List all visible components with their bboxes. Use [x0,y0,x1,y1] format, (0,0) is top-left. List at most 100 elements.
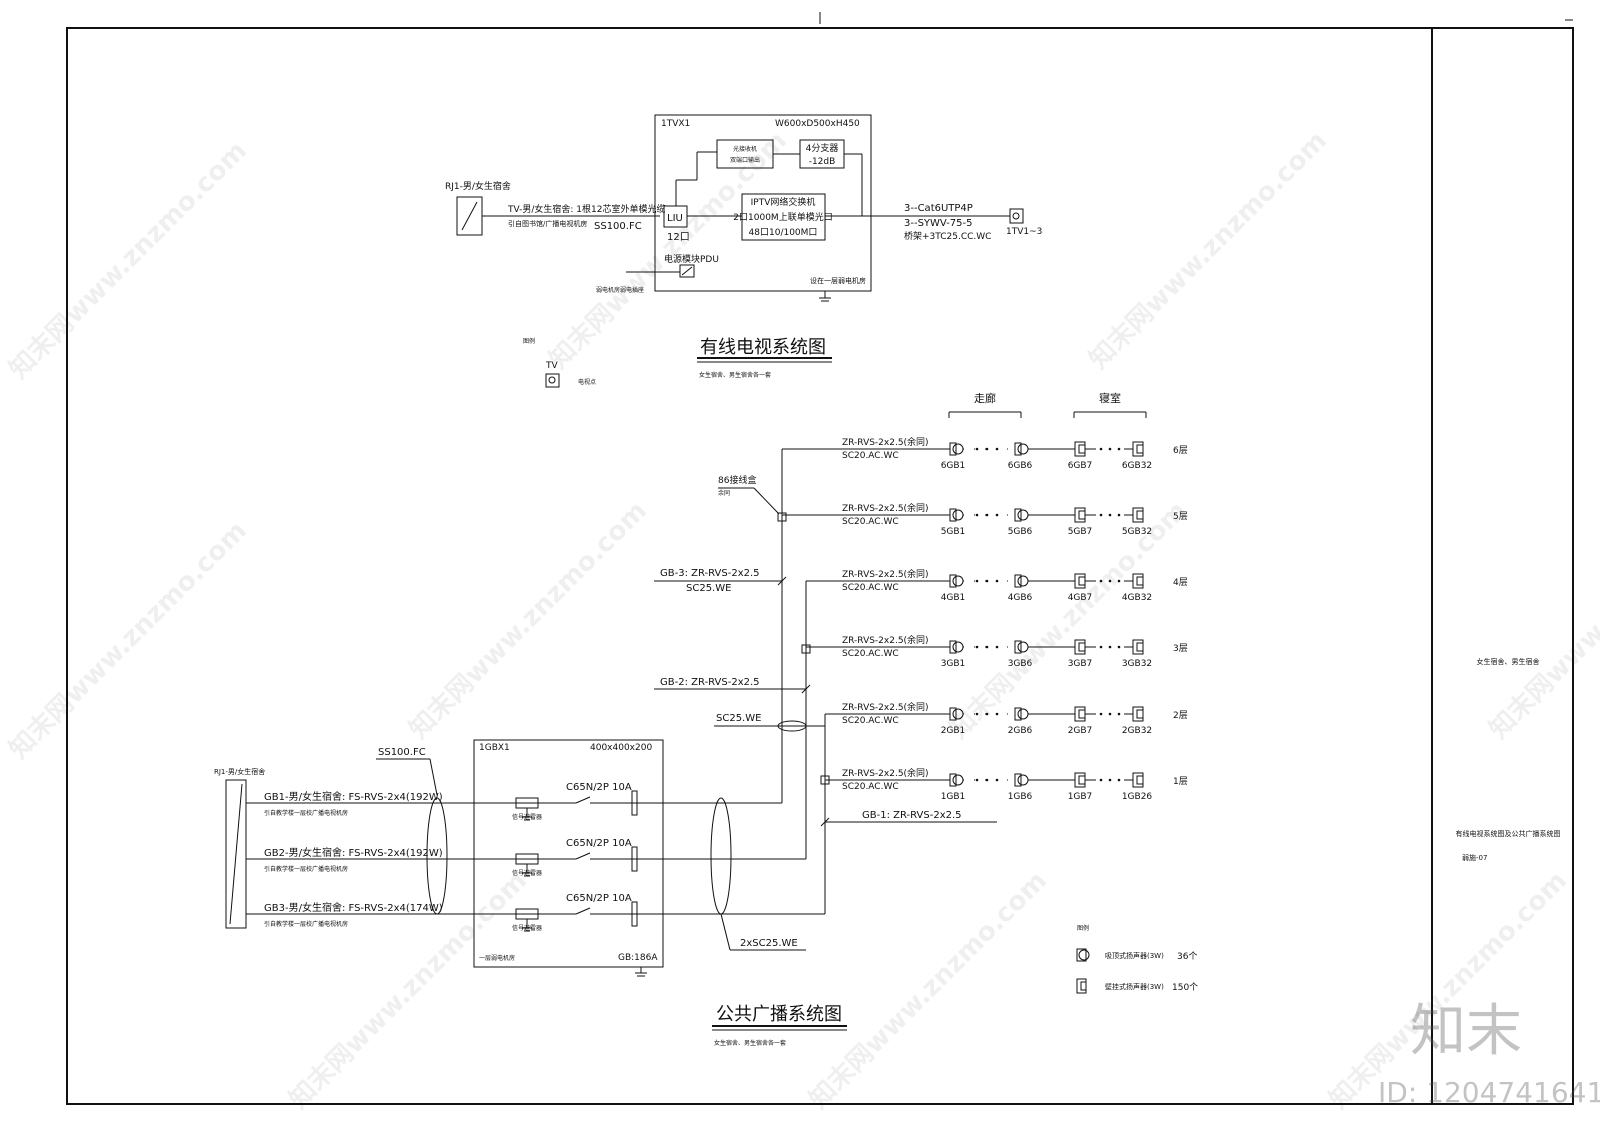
ceiling-speaker-icon [949,508,964,522]
pa-cabinet [473,739,664,968]
project-name: 女生宿舍、男生宿舍 [1477,657,1540,666]
pa-source-box [225,779,247,929]
pa-legend-wall: 壁挂式扬声器(3W) [1105,982,1164,991]
wall-speaker-icon [1132,441,1144,457]
pa-circuits: 信号避雷器 C65N/2P 10A GB1-男/女生宿舍: FS-RVS-2x4(1… [246,782,825,932]
junction-box-label-1: 86接线盒 [718,474,756,486]
floor-conduit-label: SC20.AC.WC [842,716,899,726]
ceiling-speaker-icon [949,640,964,654]
signal-protector-icon [515,908,539,932]
tv-title: 有线电视系统图 [700,337,826,358]
ceiling-speaker-icon [1014,574,1029,588]
splitter-label-1: 4分支器 [806,142,839,154]
floor-label: 6层 [1173,445,1188,456]
tv-cabinet-location: 设在一层弱电机房 [810,276,866,285]
watermark: 知末网www.znzmo.com [1084,126,1333,375]
tv-in-cable-1: TV-男/女生宿舍: 1根12芯室外单模光缆 [507,203,665,215]
floor-cable-label: ZR-RVS-2x2.5(余同) [842,701,929,713]
tv-legend-icon [545,373,560,388]
floor-cable-label: ZR-RVS-2x2.5(余同) [842,568,929,580]
gb2-riser-cable: GB-2: ZR-RVS-2x2.5 [660,677,760,688]
gb1-riser-cable: GB-1: ZR-RVS-2x2.5 [862,810,962,821]
gb3-riser-cable: GB-3: ZR-RVS-2x2.5 [660,568,760,579]
wall-speaker-icon [1074,507,1086,523]
tv-system: RJ1-男/女生宿舍 TV-男/女生宿舍: 1根12芯室外单模光缆 引自图书馆/… [445,114,1042,388]
speaker-id-label: 2GB7 [1068,726,1093,736]
breaker-label: C65N/2P 10A [566,838,632,849]
speaker-id-label: 4GB7 [1068,593,1093,603]
speaker-id-label: 5GB32 [1122,527,1152,537]
iptv-switch-box [741,193,826,241]
pa-circuit-cable: GB1-男/女生宿舍: FS-RVS-2x4(192W) [264,790,443,803]
junction-box-icon [820,775,830,785]
speaker-id-label: 2GB32 [1122,726,1152,736]
tv-out-cable-1: 3--Cat6UTP4P [904,203,973,214]
signal-protector-label: 信号避雷器 [512,813,542,821]
wall-speaker-icon [1132,706,1144,722]
floor-conduit-label: SC20.AC.WC [842,517,899,527]
pa-title: 公共广播系统图 [716,1004,842,1025]
speaker-id-label: 4GB1 [941,593,966,603]
wall-speaker-icon [1132,639,1144,655]
pa-circuit-cable: GB3-男/女生宿舍: FS-RVS-2x4(174W) [264,901,443,914]
signal-protector-icon [515,853,539,877]
tv-cabinet-size: W600xD500xH450 [775,119,860,129]
watermark: 知末网www.znzmo.com [4,136,253,385]
floor-conduit-label: SC20.AC.WC [842,451,899,461]
signal-protector-label: 信号避雷器 [512,869,542,877]
pdu-label: 电源模块PDU [664,253,719,265]
floor-label: 3层 [1173,643,1188,654]
terminal-block-icon [631,901,638,927]
ceiling-speaker-icon [1014,773,1029,787]
splitter-label-2: -12dB [809,157,836,167]
tv-cabinet-id: 1TVX1 [661,119,690,129]
pa-legend-wall-count: 150个 [1172,982,1198,993]
watermark: 知末网www.znzmo.com [404,496,653,745]
speaker-id-label: 5GB1 [941,527,966,537]
wall-speaker-icon [1074,639,1086,655]
terminal-block-icon [631,790,638,816]
signal-protector-icon [515,797,539,821]
pa-out-conduit: 2xSC25.WE [740,938,798,949]
tv-in-cable-2: 引自图书馆/广播电视机房 [508,219,587,228]
tv-outlet-label: 1TV1~3 [1006,227,1042,237]
pa-cabinet-id: 1GBX1 [479,743,510,753]
terminal-block-icon [631,846,638,872]
wall-speaker-icon [1074,441,1086,457]
title-block: 女生宿舍、男生宿舍 有线电视系统图及公共广播系统图 弱施-07 [1456,657,1561,862]
speaker-id-label: 6GB7 [1068,461,1093,471]
floor-label: 5层 [1173,511,1188,522]
pa-circuit-origin: 引自教学楼一层校广播电视机房 [264,865,348,873]
iptv-switch-label-3: 48口10/100M口 [749,228,818,238]
ceiling-speaker-icon [1014,707,1029,721]
ceiling-speaker-icon [1014,508,1029,522]
floor-cable-label: ZR-RVS-2x2.5(余同) [842,634,929,646]
watermark-layer: 知末网www.znzmo.com 知末网www.znzmo.com 知末网www… [4,126,1600,1115]
stamp-id: ID: 1204741641 [1378,1076,1600,1109]
pa-circuit-origin: 引自教学楼一层校广播电视机房 [264,809,348,817]
tv-source-label: RJ1-男/女生宿舍 [445,180,511,192]
tv-legend-tv: TV [545,361,558,371]
pa-cabinet-size: 400x400x200 [590,743,652,753]
site-logo: 知末 [1410,999,1522,1064]
floor-conduit-label: SC20.AC.WC [842,649,899,659]
pa-legend-ceiling: 吸顶式扬声器(3W) [1105,951,1164,960]
tv-cabinet [654,114,872,292]
floor-conduit-label: SC20.AC.WC [842,782,899,792]
optical-receiver-label-1: 光接收机 [733,145,757,153]
liu-label: LIU [667,213,683,224]
ceiling-speaker-icon [949,773,964,787]
speaker-id-label: 1GB26 [1122,792,1153,802]
floor-label: 4层 [1173,577,1188,588]
wall-speaker-icon [1074,772,1086,788]
speaker-id-label: 1GB7 [1068,792,1093,802]
